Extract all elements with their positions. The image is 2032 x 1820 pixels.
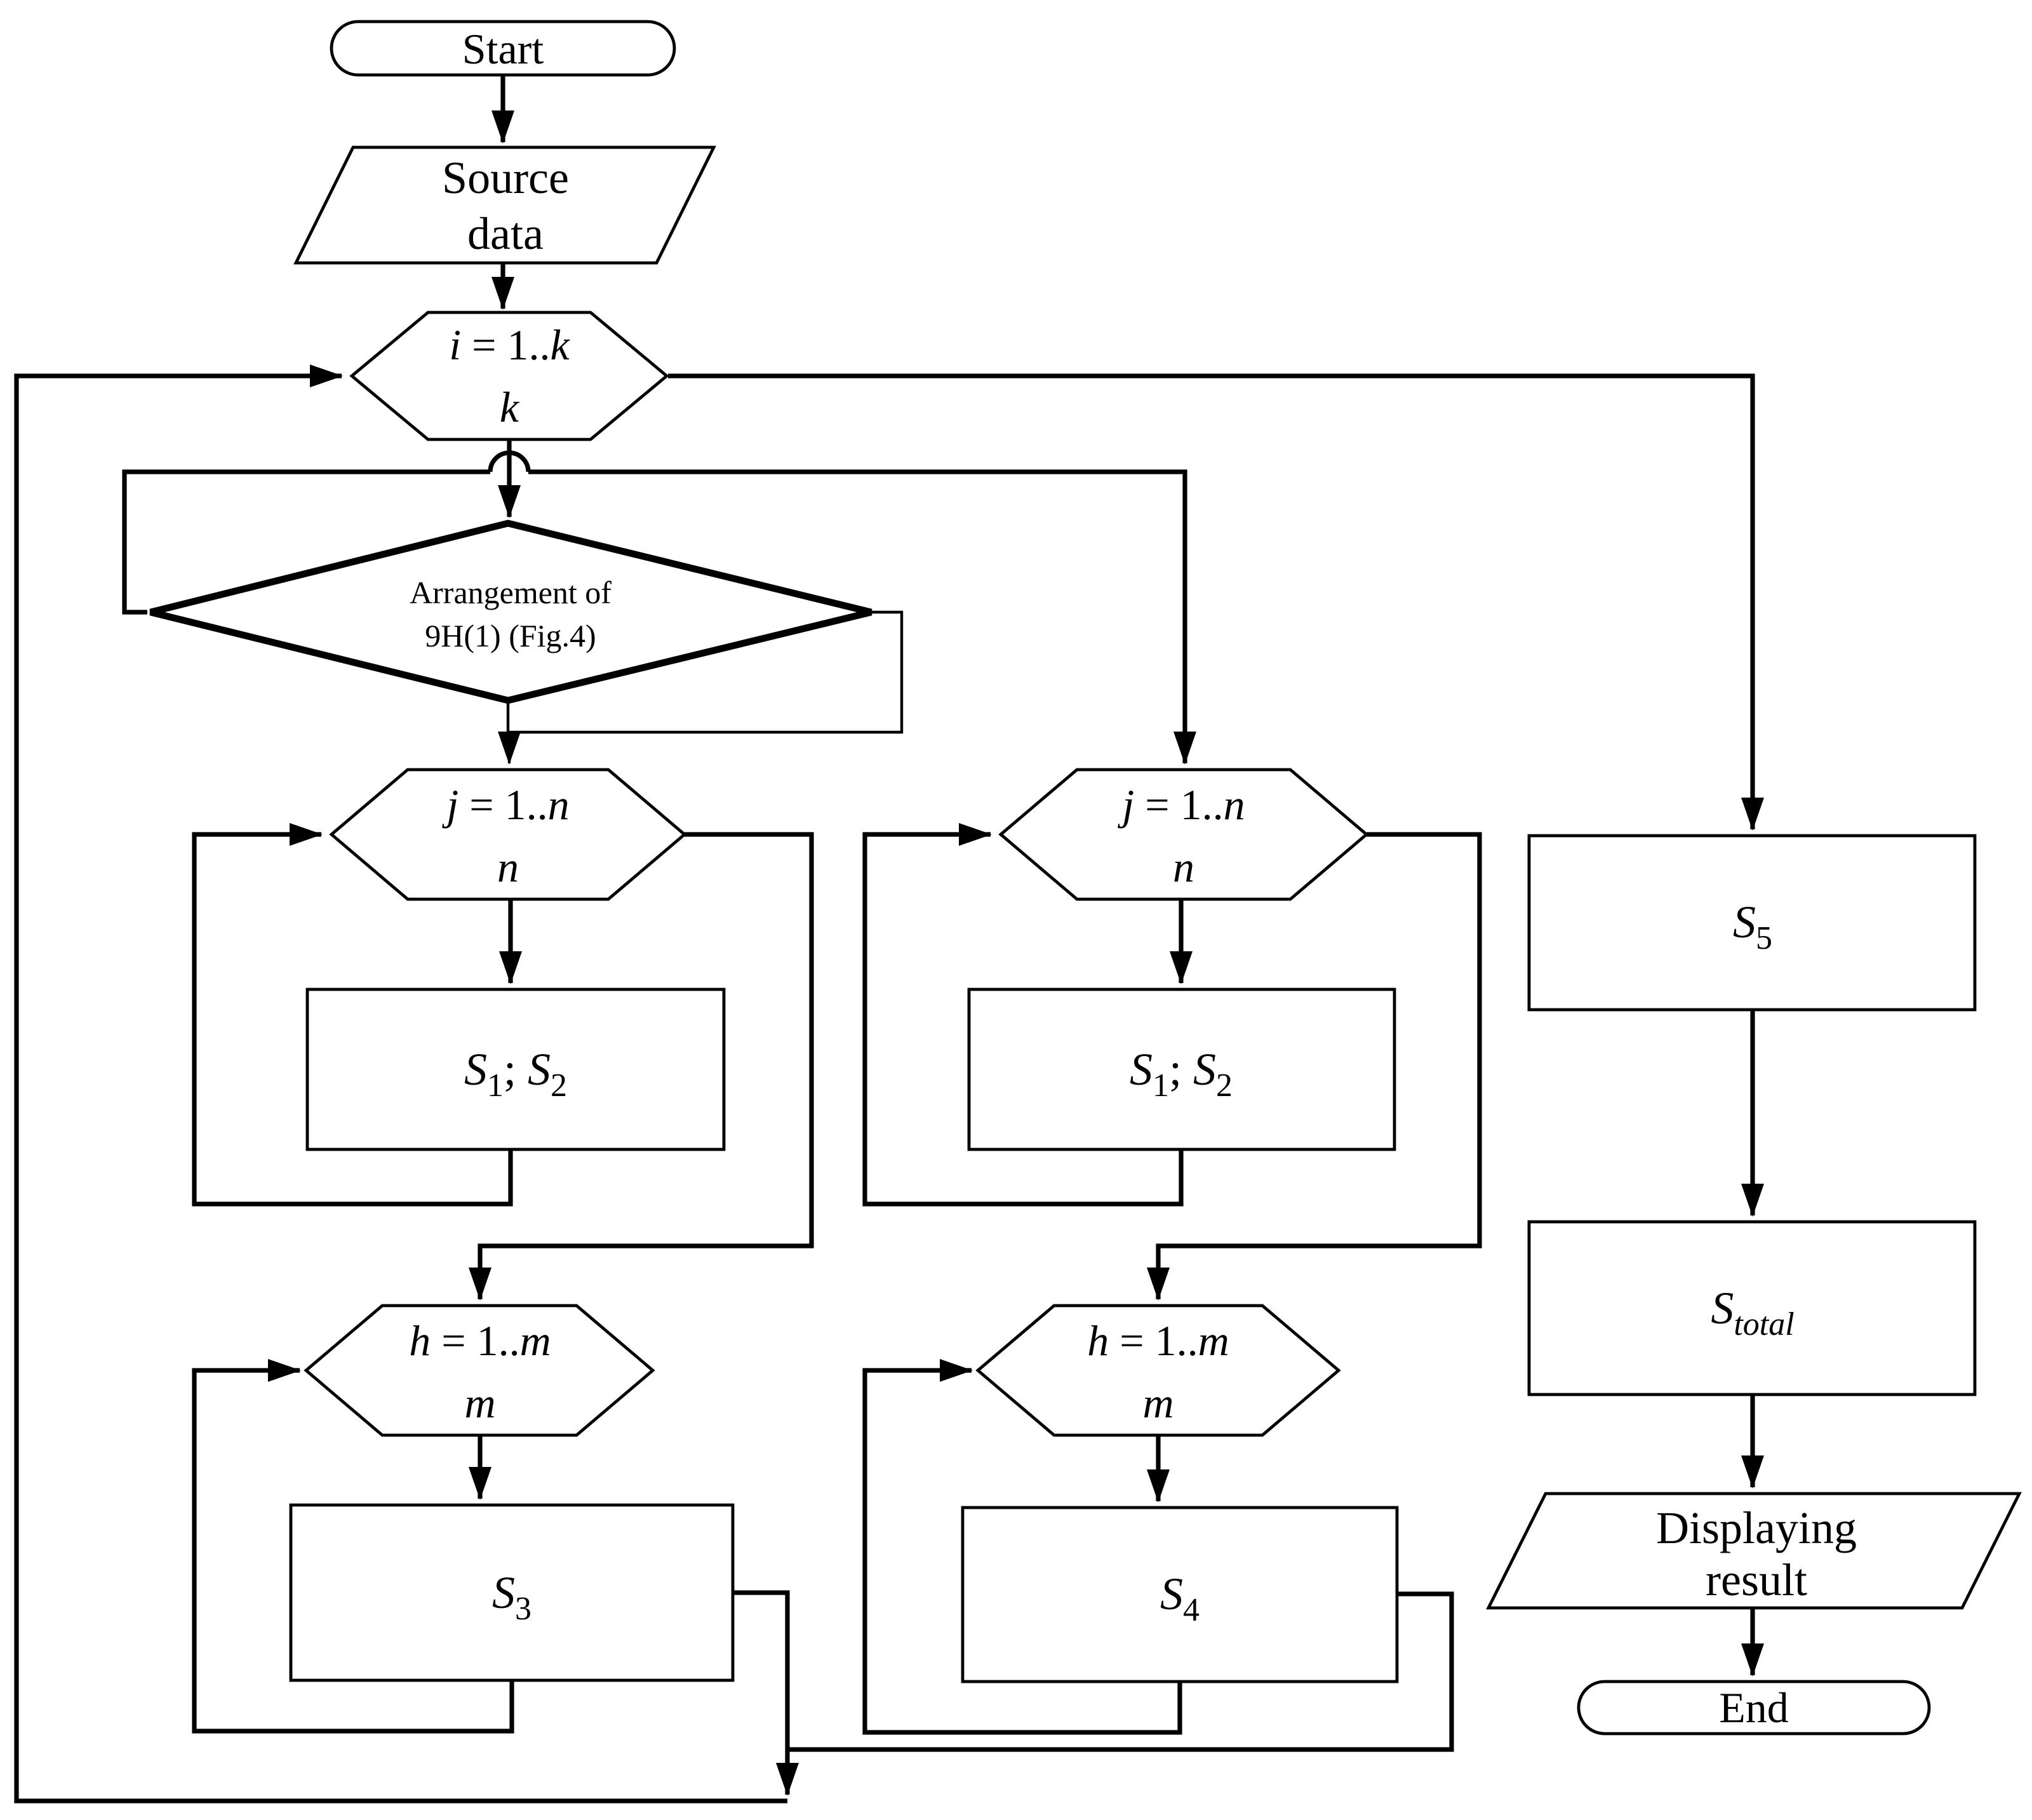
- edge-line-hop-arc: [488, 450, 531, 472]
- edge-decision-right-to-loop-j-left: [509, 610, 904, 734]
- node-s5-process: [1527, 834, 1977, 1012]
- node-loop-h-right-hexagon: [975, 1304, 1341, 1437]
- node-start-terminator: [330, 20, 676, 77]
- node-s1s2-left-process: [305, 987, 726, 1151]
- node-s5-label: S5: [1733, 897, 1772, 956]
- node-decision-diamond: [149, 519, 872, 704]
- node-s1s2-left-label: S1; S2: [464, 1044, 567, 1104]
- node-s3-label: S3: [492, 1567, 531, 1627]
- edge-decision-to-loop-j-right-right-part: [528, 469, 1196, 765]
- node-loop-h-right-counter: m: [1142, 1379, 1173, 1427]
- node-loop-j-left-header: j = 1..n: [441, 780, 569, 829]
- edge-s3-exit-down: [733, 1590, 799, 1796]
- node-s4-label: S4: [1160, 1569, 1200, 1628]
- node-loop-j-right-header: j = 1..n: [1117, 780, 1245, 829]
- node-source-data-parallelogram: [293, 145, 716, 265]
- node-source-data-line1: Source: [442, 152, 569, 203]
- edge-s3-loopback: [192, 1359, 514, 1734]
- node-loop-j-right-counter: n: [1173, 843, 1194, 891]
- node-loop-j-left-hexagon: [329, 768, 687, 901]
- node-end-terminator: [1577, 1680, 1931, 1736]
- node-loop-j-left-counter: n: [497, 843, 519, 891]
- node-display-result-line1: Displaying: [1656, 1502, 1857, 1553]
- node-loop-h-right-header: h = 1..m: [1087, 1316, 1229, 1365]
- node-loop-h-left-header: h = 1..m: [409, 1316, 551, 1365]
- node-stotal-process: [1527, 1220, 1977, 1396]
- node-start-label: Start: [462, 25, 544, 73]
- node-loop-j-right-hexagon: [998, 768, 1369, 901]
- node-loop-h-left-hexagon: [304, 1304, 655, 1437]
- node-display-result-parallelogram: [1486, 1492, 2022, 1610]
- node-source-data-line2: data: [467, 208, 544, 259]
- node-stotal-label: Stotal: [1711, 1283, 1794, 1342]
- node-s1s2-right-process: [967, 987, 1396, 1151]
- edge-s4-loopback: [862, 1359, 1182, 1735]
- edge-loop-i-to-s5: [668, 373, 1764, 831]
- node-display-result-line2: result: [1706, 1555, 1807, 1605]
- node-loop-h-left-counter: m: [464, 1379, 495, 1427]
- edge-decision-to-loop-j-right-left-part: [122, 469, 490, 615]
- node-s3-process: [289, 1503, 735, 1682]
- node-loop-i-hexagon: [349, 311, 669, 441]
- node-decision-line2: 9H(1) (Fig.4): [425, 618, 596, 653]
- edge-s4-exit-join: [787, 1591, 1454, 1752]
- node-loop-i-counter: k: [500, 383, 520, 431]
- node-decision-line1: Arrangement of: [410, 575, 612, 610]
- node-s4-process: [961, 1506, 1399, 1683]
- node-loop-i-header: i = 1..k: [449, 321, 570, 369]
- edge-loop-j-right-exit-to-loop-h-right: [1147, 832, 1482, 1301]
- node-s1s2-right-label: S1; S2: [1130, 1044, 1233, 1104]
- node-end-label: End: [1719, 1683, 1789, 1732]
- edge-bottom-return-to-loop-i: [14, 365, 787, 1803]
- edge-s1s2-right-loopback: [862, 823, 1184, 1207]
- edge-s1s2-left-loopback: [192, 823, 513, 1207]
- edge-loop-j-left-exit-to-loop-h-left: [469, 832, 814, 1301]
